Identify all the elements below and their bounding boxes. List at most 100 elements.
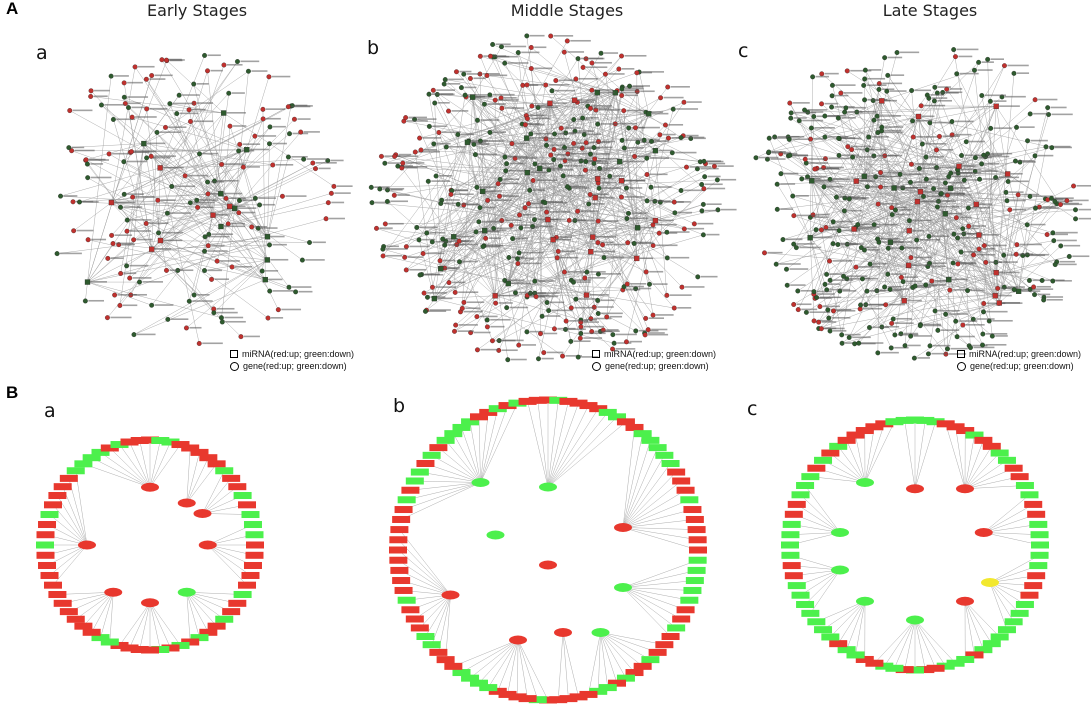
node-label-mark [90, 163, 104, 165]
network-edge [846, 440, 866, 483]
network-edge [547, 405, 589, 488]
gene-node [524, 116, 530, 122]
gene-node [664, 255, 670, 261]
node-label-mark [867, 249, 880, 251]
gene-node [829, 82, 835, 88]
node-label-mark [220, 260, 240, 262]
network-edge [904, 619, 916, 670]
gene-node [699, 182, 705, 187]
network-edge [830, 601, 866, 638]
gene-node [1002, 63, 1007, 69]
node-label-mark [268, 278, 283, 281]
node-label-mark [1030, 223, 1046, 226]
ring-gene-node [394, 586, 413, 594]
gene-node [495, 181, 501, 187]
node-label-mark [210, 181, 225, 183]
node-label-mark [270, 235, 285, 238]
ring-gene-node [784, 572, 803, 580]
gene-node [124, 228, 130, 234]
gene-node [621, 284, 627, 290]
node-label-mark [937, 86, 952, 88]
gene-node [925, 351, 931, 357]
network-edge [484, 53, 602, 231]
gene-node [382, 160, 388, 166]
node-label-mark [683, 136, 705, 139]
node-label-mark [550, 301, 565, 304]
network-edge [119, 143, 145, 306]
ring-gene-node [243, 521, 262, 529]
network-edge [890, 214, 893, 243]
gene-node [611, 340, 617, 346]
network-edge [111, 66, 136, 203]
node-label-mark [481, 220, 503, 223]
gene-node [144, 155, 150, 161]
network-edge [267, 106, 292, 237]
ring-gene-node [243, 561, 262, 569]
ring-gene-node [241, 571, 260, 579]
node-label-mark [720, 208, 737, 211]
gene-node [790, 193, 796, 199]
node-label-mark [622, 160, 645, 163]
node-label-mark [489, 74, 508, 77]
node-label-mark [924, 104, 946, 107]
node-label-mark [485, 190, 502, 192]
node-label-mark [515, 237, 528, 240]
network-edge [406, 482, 481, 501]
mirna-node [942, 211, 948, 217]
network-edge [87, 281, 152, 306]
node-label-mark [929, 156, 944, 158]
node-label-mark [780, 183, 796, 185]
node-label-mark [893, 241, 913, 243]
sublabel-b-a: a [44, 400, 56, 422]
node-label-mark [199, 199, 219, 201]
network-edge [796, 173, 1008, 248]
node-label-mark [428, 310, 447, 312]
mirna-node [917, 189, 924, 195]
gene-node [176, 92, 182, 98]
node-label-mark [557, 132, 575, 135]
ring-gene-node [648, 648, 667, 656]
gene-node [632, 154, 638, 159]
node-label-mark [504, 219, 522, 222]
network-edge [793, 215, 1019, 292]
node-label-mark [649, 173, 668, 176]
node-label-mark [967, 179, 983, 181]
node-label-mark [127, 81, 143, 84]
node-label-mark [330, 159, 344, 162]
gene-node [1031, 284, 1037, 290]
network-edge [964, 601, 984, 650]
ring-gene-node [100, 638, 119, 646]
node-label-mark [810, 111, 824, 113]
node-label-mark [270, 258, 289, 261]
ring-gene-node [215, 615, 234, 623]
node-label-mark [842, 290, 857, 292]
gene-node [916, 166, 922, 171]
mirna-node [973, 201, 979, 208]
node-label-mark [576, 281, 591, 283]
node-label-mark [913, 181, 932, 183]
network-edge [469, 639, 519, 679]
ring-gene-node [680, 496, 699, 504]
network-edge [186, 592, 200, 638]
gene-node [981, 243, 987, 249]
node-label-mark [193, 120, 214, 123]
node-label-mark [836, 309, 856, 312]
node-label-mark [1055, 280, 1072, 282]
network-edge [592, 236, 646, 319]
network-edge [149, 602, 171, 649]
ring-gene-node [518, 695, 537, 703]
network-edge [478, 221, 496, 296]
node-label-mark [817, 319, 832, 322]
network-edge [918, 116, 939, 331]
node-label-mark [629, 217, 649, 220]
gene-node [839, 332, 845, 338]
ring-gene-node [488, 687, 507, 695]
node-label-mark [492, 93, 515, 96]
gene-node [1050, 278, 1056, 284]
node-label-mark [461, 203, 479, 205]
node-label-mark [485, 245, 501, 248]
network-edge [983, 504, 1034, 533]
gene-node [624, 216, 630, 221]
network-edge [764, 252, 997, 273]
node-label-mark [114, 201, 136, 204]
